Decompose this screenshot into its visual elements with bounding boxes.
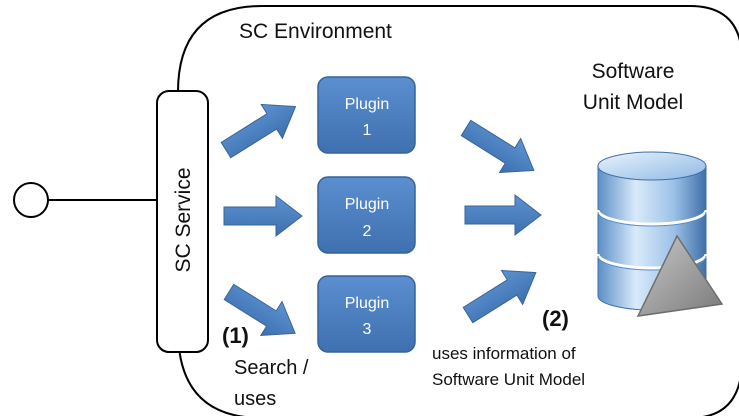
sc-service-label: SC Service	[172, 167, 195, 272]
step-1-line2: uses	[234, 388, 276, 410]
plugin-1: Plugin 1	[317, 76, 416, 154]
step-1-marker: (1)	[222, 323, 249, 348]
plugin-3-name: Plugin	[345, 295, 389, 312]
plugin-2-number: 2	[363, 223, 372, 240]
arrow-service-to-plugin-3	[223, 283, 296, 337]
plugin-3: Plugin 3	[317, 275, 416, 353]
model-triangle-icon	[636, 234, 724, 317]
plugin-2: Plugin 2	[317, 176, 416, 254]
arrow-plugin-1-to-model	[460, 119, 535, 174]
plugin-1-name: Plugin	[345, 96, 389, 113]
plugin-1-number: 1	[363, 122, 372, 139]
arrow-service-to-plugin-1	[220, 103, 297, 159]
step-1-line1: Search /	[234, 357, 309, 379]
arrow-service-to-plugin-2	[223, 194, 303, 238]
plugin-3-box	[317, 275, 416, 353]
plugin-1-box	[317, 76, 416, 154]
plugin-2-name: Plugin	[345, 196, 389, 213]
arrow-plugin-3-to-model	[462, 269, 537, 324]
interface-circle	[13, 182, 49, 218]
model-label-line2: Unit Model	[583, 91, 683, 114]
arrow-plugin-2-to-model	[464, 193, 542, 237]
step-2-line1: uses information of	[432, 344, 576, 363]
model-label-line1: Software	[592, 60, 675, 83]
plugin-2-box	[317, 176, 416, 254]
step-2-marker: (2)	[542, 306, 569, 331]
environment-label: SC Environment	[239, 20, 392, 43]
step-2-line2: Software Unit Model	[432, 370, 585, 389]
plugin-3-number: 3	[363, 321, 372, 338]
sc-service-box	[156, 90, 209, 353]
